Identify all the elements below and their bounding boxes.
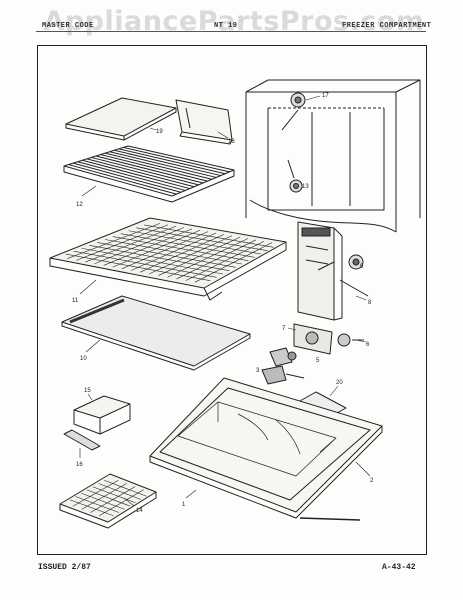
- grille-slat-line: [67, 223, 161, 259]
- part-3-bracket: [261, 347, 305, 385]
- leader-lines: [79, 95, 371, 507]
- callout-11: 11: [72, 298, 79, 304]
- grille-slat-line: [176, 239, 257, 280]
- diagram-frame: [37, 45, 427, 555]
- callout-2: 2: [370, 478, 374, 484]
- ice-cube-cell-line: [72, 479, 119, 507]
- grille-slat-line: [94, 227, 185, 265]
- callout-8: 8: [368, 300, 372, 306]
- grille-slat-line: [85, 225, 177, 263]
- callout-10: 10: [80, 356, 87, 362]
- ice-cube-cell-line: [75, 496, 120, 513]
- grille-slat-line: [112, 229, 201, 268]
- part-7-fan-motor: [293, 323, 364, 355]
- header-section-title: FREEZER COMPARTMENT: [342, 22, 432, 30]
- ice-cube-cell-line: [81, 492, 125, 510]
- wire-shelf-rod-line: [118, 148, 226, 175]
- wire-shelf-rod-line: [91, 156, 199, 186]
- part-8-evaporator-cover: [297, 221, 369, 321]
- part-16-bar: [63, 429, 101, 451]
- part-15-ice-bin: [73, 395, 131, 435]
- wire-shelf-rod-line: [73, 162, 181, 193]
- callout-7: 7: [282, 326, 286, 332]
- grille-slat-line: [158, 236, 241, 276]
- callout-19: 19: [156, 129, 163, 135]
- wire-shelf-rod-line: [123, 146, 230, 173]
- callout-20: 20: [336, 380, 343, 386]
- ice-cube-cell-line: [81, 483, 127, 510]
- callout-5: 5: [316, 358, 320, 364]
- callout-12: 12: [76, 202, 83, 208]
- part-18-panel: [175, 99, 233, 145]
- callout-17: 17: [322, 93, 329, 99]
- wire-shelf-rod-line: [77, 161, 186, 191]
- wire-shelf-rod-line: [100, 154, 208, 182]
- callout-14: 14: [136, 508, 143, 514]
- ice-cube-cell-line: [90, 486, 136, 513]
- header-model-label: MASTER CODE: [42, 22, 94, 30]
- part-12-wire-shelf: [63, 145, 235, 203]
- ice-cube-cell-line: [98, 483, 142, 500]
- wire-shelf-rod-line: [95, 155, 204, 184]
- callout-1: 1: [182, 502, 186, 508]
- footer-issued-date: ISSUED 2/87: [38, 563, 91, 572]
- grille-slat-line: [103, 228, 193, 266]
- callout-3: 3: [256, 368, 260, 374]
- ice-cube-cell-line: [99, 489, 144, 517]
- wire-shelf-rod-line: [109, 151, 217, 178]
- grille-slat-line: [121, 231, 209, 270]
- grille-slat-line: [194, 242, 273, 283]
- part-19-tray: [65, 97, 177, 141]
- ice-cube-cell-line: [104, 479, 147, 497]
- grille-slat-line: [167, 238, 249, 278]
- ice-cube-cell-line: [92, 486, 136, 504]
- callout-15: 15: [84, 388, 91, 394]
- wire-shelf-rod-line: [68, 164, 177, 195]
- grille-slat-line: [185, 240, 265, 281]
- ice-cube-cell-line: [69, 499, 114, 517]
- header-model-number: NT 19: [214, 22, 238, 30]
- grille-slat-line: [130, 232, 217, 271]
- callout-13: 13: [302, 184, 309, 190]
- callout-16: 16: [76, 462, 83, 468]
- header-rule: [36, 31, 426, 32]
- part-14-ice-tray: [59, 473, 157, 529]
- callout-18: 18: [228, 139, 235, 145]
- part-11-grille-tray: [49, 217, 287, 301]
- part-1-freezer-liner: [149, 377, 383, 521]
- callout-labels: 19 18 17 13 12 11 10 9 8 7 6 5 3 20 2 1 …: [72, 93, 374, 514]
- callout-9: 9: [360, 264, 364, 270]
- grille-slat-line: [140, 234, 225, 273]
- ice-cube-cell-line: [86, 489, 131, 507]
- wire-shelf-rod-line: [105, 152, 212, 180]
- part-9-knob: [348, 254, 364, 270]
- grille-slat-line: [149, 235, 233, 275]
- part-10-plate: [61, 295, 251, 371]
- footer-page-code: A-43-42: [382, 563, 416, 572]
- grille-slat-line: [76, 224, 169, 261]
- wire-shelf-rod-line: [82, 159, 190, 190]
- wire-shelf-rod-line: [86, 158, 195, 188]
- cabinet-freezer-compartment: [245, 79, 421, 233]
- callout-6: 6: [366, 342, 370, 348]
- wire-shelf-rod-line: [114, 149, 221, 177]
